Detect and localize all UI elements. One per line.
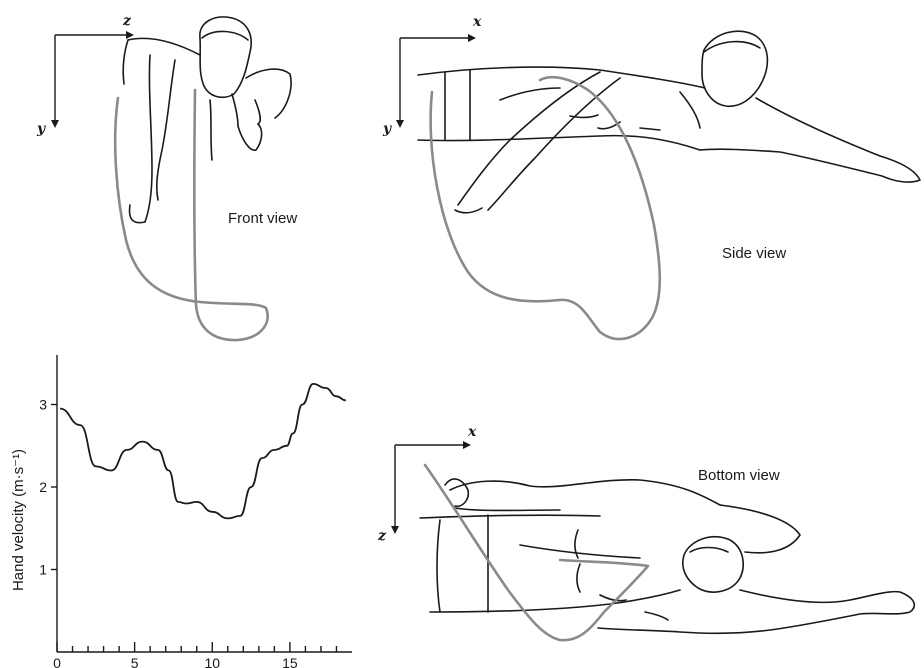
front-view-swimmer-drawing bbox=[123, 17, 291, 223]
front-axis-z-label: z bbox=[122, 13, 132, 29]
side-axis-x-label: x bbox=[472, 14, 482, 30]
side-view-hand-path bbox=[431, 77, 660, 339]
x-tick-label: 15 bbox=[282, 655, 298, 668]
side-view-panel: x y Side view bbox=[382, 14, 920, 339]
side-axis-y-label: y bbox=[382, 121, 392, 137]
series-line bbox=[60, 384, 346, 519]
bottom-view-swimmer-drawing bbox=[420, 479, 914, 633]
front-axis-y-label: y bbox=[36, 121, 46, 137]
bottom-view-label: Bottom view bbox=[698, 467, 780, 484]
side-view-axes: x y bbox=[382, 14, 482, 137]
x-tick-label: 0 bbox=[53, 655, 61, 668]
y-axis-ticks: 1 2 3 bbox=[39, 397, 57, 578]
side-view-label: Side view bbox=[722, 245, 786, 262]
y-axis-label: Hand velocity (m·s⁻¹) bbox=[10, 449, 27, 591]
x-axis-ticks: 0 5 10 15 bbox=[53, 642, 336, 668]
x-tick-label: 10 bbox=[204, 655, 220, 668]
front-view-panel: z y Front view bbox=[36, 13, 297, 340]
bottom-view-axes: x z bbox=[377, 424, 477, 544]
bottom-axis-z-label: z bbox=[377, 528, 387, 544]
side-view-swimmer-drawing bbox=[418, 31, 920, 213]
bottom-view-panel: x z bbox=[377, 424, 914, 640]
x-tick-label: 5 bbox=[131, 655, 139, 668]
front-view-label: Front view bbox=[228, 210, 297, 227]
y-tick-label: 2 bbox=[39, 479, 47, 495]
velocity-chart: 1 2 3 0 5 10 15 Hand velocity (m·s⁻¹) bbox=[10, 355, 352, 668]
bottom-axis-x-label: x bbox=[467, 424, 477, 440]
y-tick-label: 1 bbox=[39, 562, 47, 578]
front-view-axes: z y bbox=[36, 13, 134, 137]
bottom-view-hand-path bbox=[425, 465, 648, 640]
y-tick-label: 3 bbox=[39, 397, 47, 413]
